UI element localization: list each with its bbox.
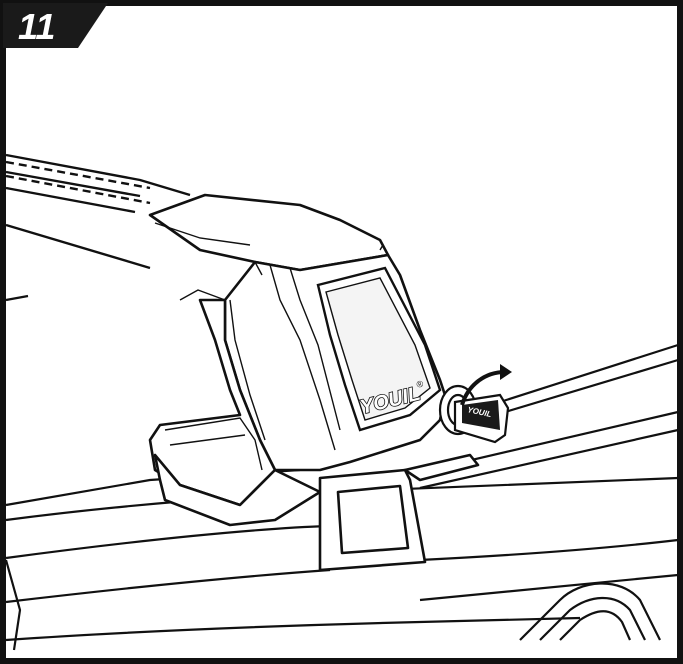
rotate-arrow-icon — [460, 364, 512, 406]
logo-panel — [316, 266, 442, 432]
key-icon[interactable]: YOUIL — [453, 393, 510, 444]
registered-mark: ® — [415, 378, 424, 389]
foot-contours — [154, 222, 384, 471]
step-number: 11 — [18, 6, 55, 47]
roof-crossbar — [5, 153, 191, 270]
step-badge: 11 — [3, 3, 108, 48]
